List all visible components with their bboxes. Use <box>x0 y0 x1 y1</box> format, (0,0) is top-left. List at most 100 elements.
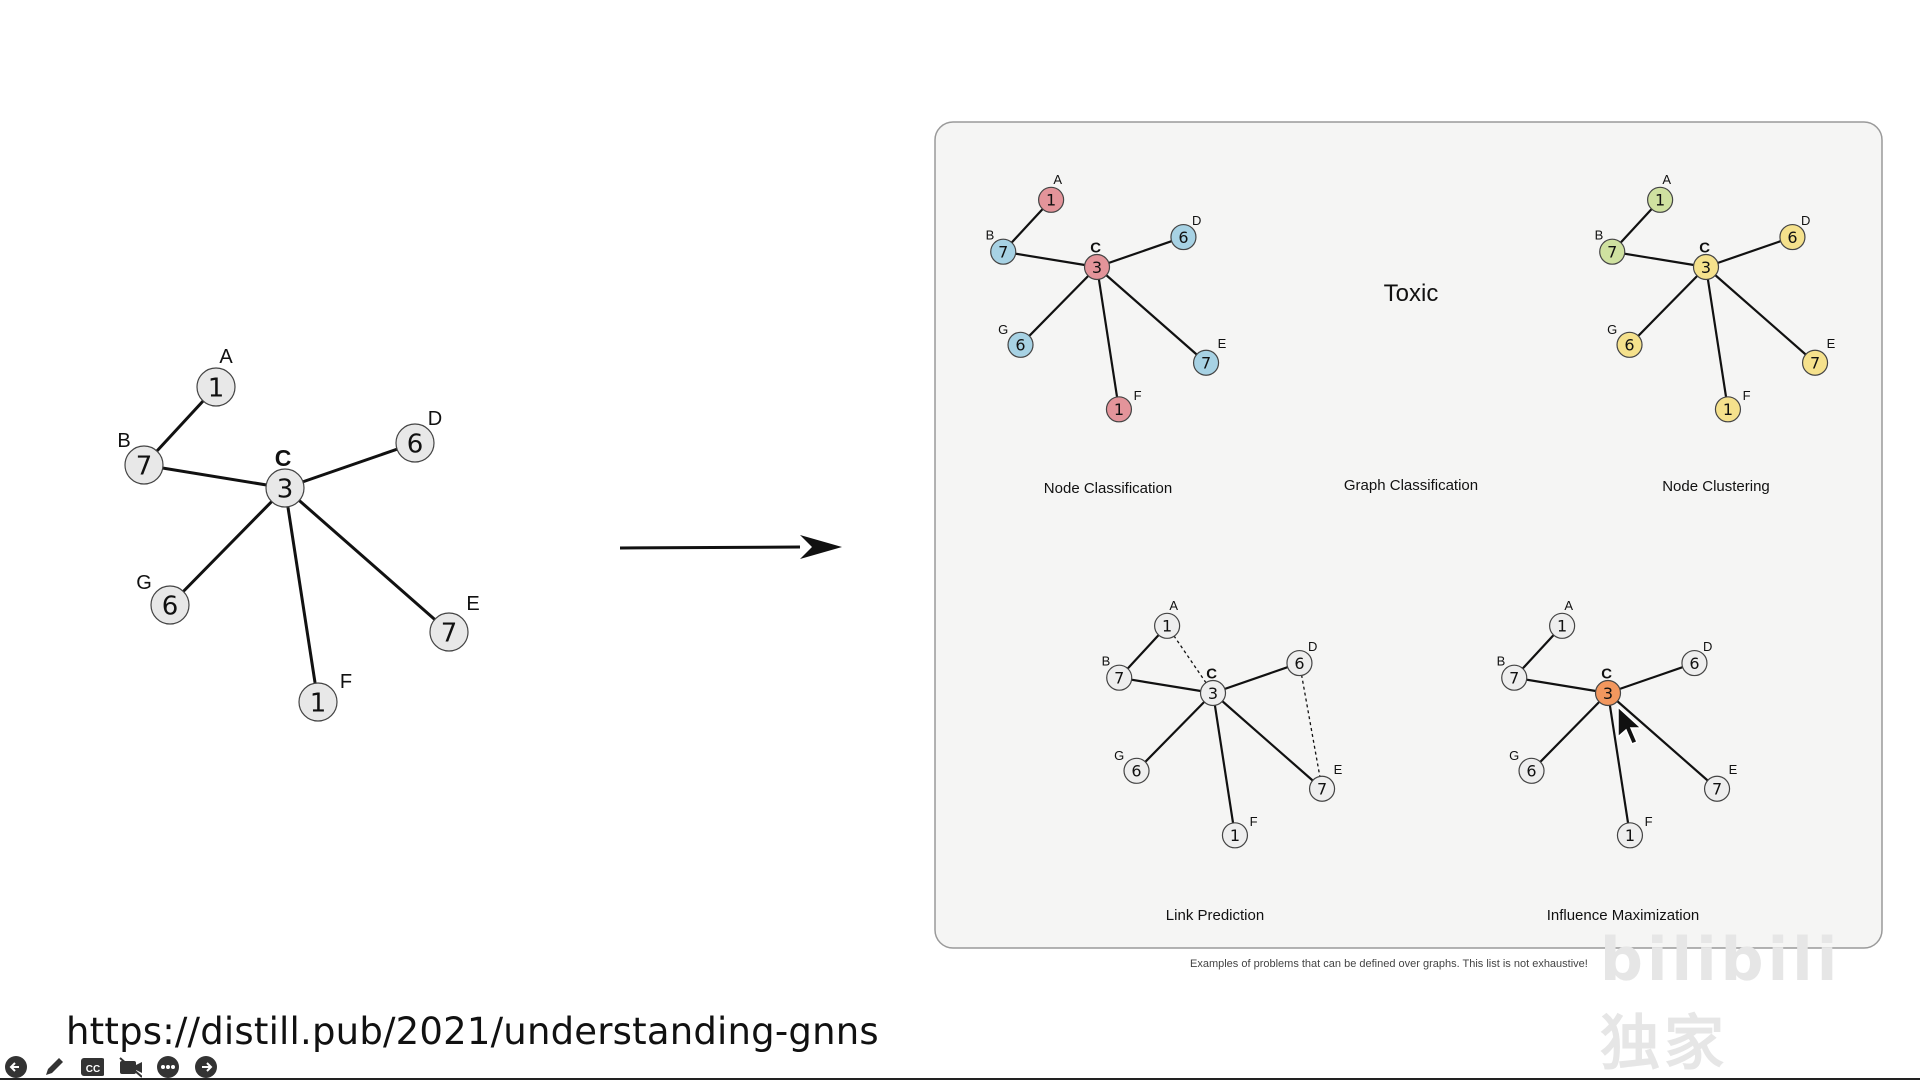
node-value: 1 <box>1625 826 1635 845</box>
node-g <box>1007 331 1034 358</box>
node-label: G <box>1114 748 1124 763</box>
node-d <box>1286 649 1313 677</box>
node-label: C <box>1699 239 1710 256</box>
node-a <box>1038 186 1065 213</box>
node-label: F <box>1250 814 1258 829</box>
player-toolbar: CC <box>4 1055 218 1079</box>
title-graph-classification: Graph Classification <box>1344 477 1478 494</box>
node-value: 7 <box>998 242 1008 261</box>
node-label: B <box>1595 228 1604 243</box>
node-value: 3 <box>277 474 294 504</box>
node-value: 1 <box>1046 191 1056 210</box>
toxic-label: Toxic <box>1384 280 1439 307</box>
node-label: A <box>1053 172 1062 187</box>
node-value: 7 <box>1114 668 1124 687</box>
node-a <box>196 367 236 407</box>
node-value: 6 <box>1624 336 1634 355</box>
graph-edge <box>1607 692 1718 790</box>
graph-edge <box>1096 266 1207 364</box>
node-value: 1 <box>208 373 225 403</box>
node-label: B <box>1102 654 1111 669</box>
node-label: F <box>340 671 352 693</box>
node-value: 1 <box>1162 617 1172 636</box>
node-value: 1 <box>1655 191 1665 210</box>
node-label: G <box>136 572 152 594</box>
node-value: 7 <box>136 451 153 481</box>
node-a <box>1154 612 1181 639</box>
node-label: A <box>1169 598 1178 613</box>
pen-icon[interactable] <box>42 1055 66 1079</box>
node-value: 7 <box>1810 354 1820 373</box>
graph-edge <box>283 487 320 703</box>
cc-icon[interactable]: CC <box>80 1055 104 1079</box>
node-label: E <box>1334 762 1343 777</box>
graph-edge <box>284 486 450 634</box>
graph-edge <box>1514 676 1609 695</box>
node-value: 6 <box>1131 762 1141 781</box>
more-icon[interactable] <box>156 1055 180 1079</box>
title-link-prediction: Link Prediction <box>1166 907 1264 924</box>
video-off-icon[interactable] <box>118 1055 142 1079</box>
node-value: 6 <box>1787 228 1797 247</box>
graph-edge <box>1212 662 1300 695</box>
node-e <box>429 612 469 652</box>
node-label: E <box>466 593 479 615</box>
graph-edge <box>1612 250 1707 269</box>
source-url[interactable]: https://distill.pub/2021/understanding-g… <box>66 1010 879 1053</box>
node-label: D <box>1703 639 1712 654</box>
graph-edge <box>284 441 416 490</box>
node-label: C <box>1090 239 1101 256</box>
graph-edge <box>1607 662 1695 695</box>
tasks-panel <box>934 121 1883 949</box>
node-value: 3 <box>1603 684 1613 703</box>
node-label: B <box>1497 654 1506 669</box>
node-label: E <box>1827 336 1836 351</box>
node-e <box>1192 349 1220 376</box>
node-c <box>265 468 305 508</box>
node-value: 6 <box>1526 762 1536 781</box>
graph-edge <box>1095 266 1121 410</box>
node-value: 6 <box>1178 228 1188 247</box>
predicted-link-edge <box>1166 625 1214 694</box>
graph-edge <box>1135 692 1214 772</box>
graph-edge <box>143 463 286 490</box>
graph-edge <box>1705 266 1816 364</box>
watermark: bilibili 独家 <box>1600 925 1842 1079</box>
node-value: 1 <box>310 688 327 718</box>
node-label: A <box>1662 172 1671 187</box>
forward-icon[interactable] <box>194 1055 218 1079</box>
node-e <box>1801 349 1829 376</box>
node-value: 3 <box>1092 258 1102 277</box>
node-value: 7 <box>1712 780 1722 799</box>
node-f <box>1221 822 1249 849</box>
node-label: B <box>986 228 995 243</box>
node-e <box>1703 775 1731 802</box>
node-label: C <box>1601 665 1612 682</box>
back-icon[interactable] <box>4 1055 28 1079</box>
node-label: B <box>117 430 130 452</box>
node-g <box>1616 331 1643 358</box>
graph-edge <box>1211 692 1237 836</box>
node-value: 7 <box>1509 668 1519 687</box>
node-c <box>1199 679 1227 707</box>
node-label: D <box>1192 213 1201 228</box>
title-influence-maximization: Influence Maximization <box>1547 907 1700 924</box>
node-b <box>1106 664 1133 691</box>
node-a <box>1549 612 1576 639</box>
node-value: 1 <box>1230 826 1240 845</box>
node-value: 6 <box>1015 336 1025 355</box>
node-c <box>1083 253 1111 281</box>
title-node-classification: Node Classification <box>1044 480 1172 497</box>
node-label: A <box>1564 598 1573 613</box>
node-value: 7 <box>1317 780 1327 799</box>
node-f <box>298 682 338 722</box>
node-label: D <box>1801 213 1810 228</box>
node-d <box>1681 649 1708 677</box>
node-label: D <box>428 408 442 430</box>
node-d <box>395 423 435 463</box>
node-b <box>124 445 164 485</box>
